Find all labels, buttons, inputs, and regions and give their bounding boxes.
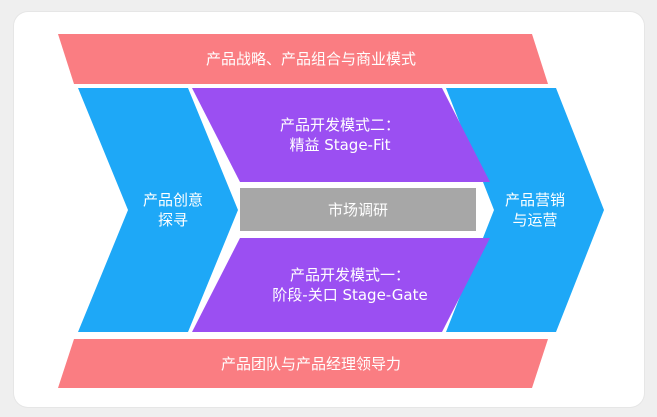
mode-one-label: 产品开发模式一： 阶段-关口 Stage-Gate xyxy=(230,258,470,312)
left-chevron-shape xyxy=(78,88,238,332)
mode-two-line1: 产品开发模式二： xyxy=(279,116,400,134)
top-band-label: 产品战略、产品组合与商业模式 xyxy=(74,34,548,84)
top-band-shape xyxy=(58,34,548,84)
mode-two-line2: 精益 Stage-Fit xyxy=(289,136,391,154)
top-band-text: 产品战略、产品组合与商业模式 xyxy=(205,50,416,68)
mode-one-line2: 阶段-关口 Stage-Gate xyxy=(272,286,428,304)
mode-one-shape xyxy=(192,238,490,332)
left-chevron-label: 产品创意 探寻 xyxy=(128,180,218,240)
mode-one-line1: 产品开发模式一： xyxy=(289,266,410,284)
market-research-shape xyxy=(240,188,476,231)
left-chevron-line2: 探寻 xyxy=(157,211,188,229)
right-chevron-shape xyxy=(446,88,604,332)
bottom-band-label: 产品团队与产品经理领导力 xyxy=(74,339,548,388)
right-chevron-label: 产品营销 与运营 xyxy=(490,180,580,240)
mode-two-label: 产品开发模式二： 精益 Stage-Fit xyxy=(240,108,440,162)
right-chevron-line2: 与运营 xyxy=(512,211,558,229)
right-chevron-line1: 产品营销 xyxy=(504,191,565,209)
left-chevron-line1: 产品创意 xyxy=(142,191,203,209)
market-research-text: 市场调研 xyxy=(327,200,388,219)
bottom-band-shape xyxy=(58,339,548,388)
mode-two-shape xyxy=(192,88,490,182)
bottom-band-text: 产品团队与产品经理领导力 xyxy=(220,354,401,373)
market-research-label: 市场调研 xyxy=(240,188,476,231)
